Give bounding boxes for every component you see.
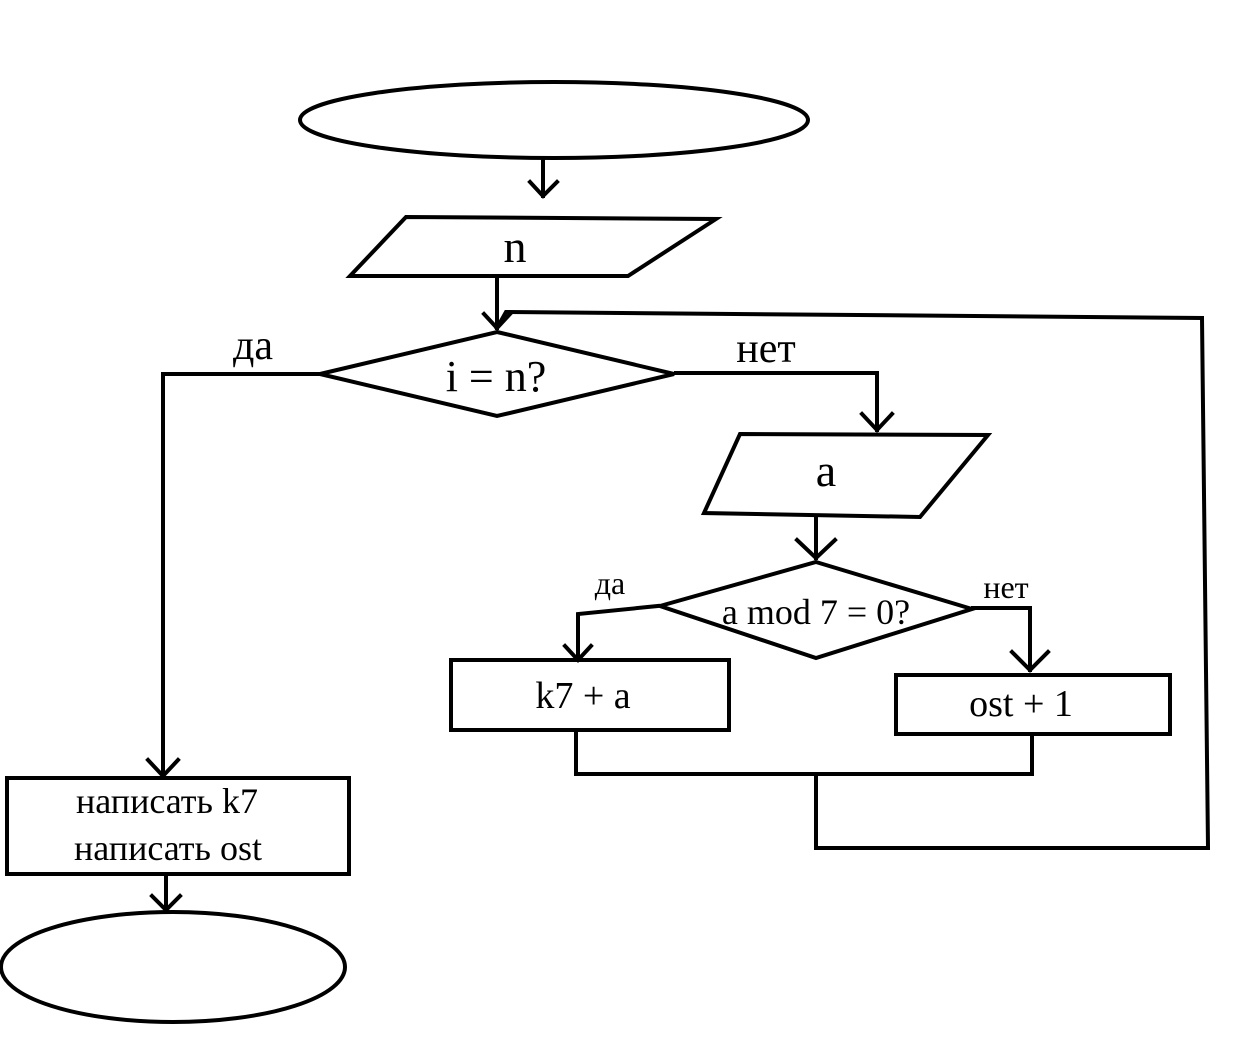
input-a-label: a (816, 445, 836, 496)
arrow-start-to-input-n (527, 158, 560, 199)
output-line-2: написать ost (74, 828, 262, 868)
branch-yes-label-1: да (233, 323, 273, 369)
branch-no-label-2: нет (983, 569, 1028, 605)
branch-yes-label-2: да (595, 565, 625, 601)
arrow-yes-to-k7 (562, 603, 661, 663)
output-block (5, 776, 351, 876)
loop-back-line (494, 309, 1211, 850)
decision-i-equals-n (319, 329, 675, 419)
merge-line-down (814, 776, 1210, 850)
input-n-label: n (504, 221, 527, 272)
process-k7-label: k7 + a (535, 675, 630, 717)
arrow-no-to-ost (971, 606, 1051, 673)
process-k7-block (449, 658, 731, 732)
arrow-output-to-end (149, 874, 183, 913)
branch-no-label-1: нет (736, 326, 795, 372)
output-line-1: написать k7 (76, 781, 258, 821)
process-ost-label: ost + 1 (969, 683, 1073, 725)
arrow-input-n-to-decision (481, 278, 513, 331)
arrow-no-to-input-a (674, 371, 895, 433)
arrow-input-a-to-decision-mod (794, 515, 838, 561)
start-terminal (298, 80, 810, 160)
input-n-block (345, 214, 723, 278)
merge-line-k7 (574, 730, 1034, 776)
decision-a-mod-7 (653, 559, 979, 661)
decision-i-equals-n-label: i = n? (446, 352, 547, 401)
decision-a-mod-7-label: a mod 7 = 0? (722, 592, 910, 632)
end-terminal (0, 910, 347, 1024)
arrow-yes-to-output (145, 372, 320, 779)
input-a-block (700, 431, 993, 520)
